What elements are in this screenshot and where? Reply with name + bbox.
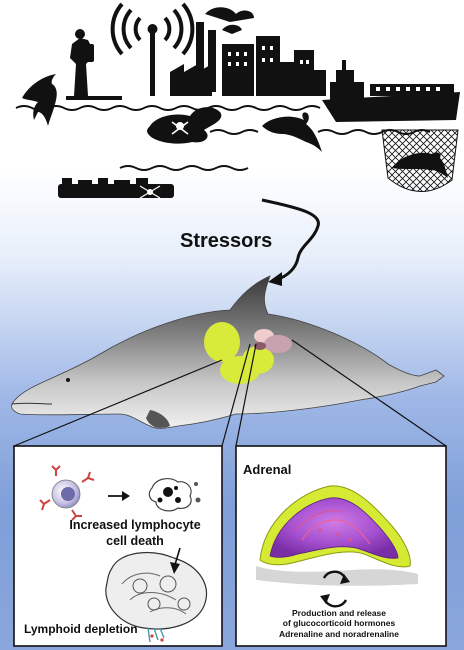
adrenal-note-line1: Production and release	[292, 608, 386, 618]
right-arrow-icon	[108, 491, 130, 501]
apoptotic-cell-icon	[148, 478, 201, 512]
wave-lines	[15, 105, 431, 171]
fishing-net-icon	[381, 129, 459, 192]
stress-arrow	[261, 198, 320, 286]
jumping-dolphin-icon	[22, 74, 57, 126]
adrenal-note-line3: Adrenaline and noradrenaline	[279, 629, 399, 639]
factory-icon	[170, 7, 326, 96]
stressors-label: Stressors	[180, 230, 273, 252]
lymph-node-icon	[105, 547, 208, 643]
lymphocyte-cell-icon	[39, 465, 95, 521]
adrenal-note-line2: of glucocorticoid hormones	[282, 618, 396, 628]
jumping-dolphin-icon-2	[262, 112, 322, 152]
diver-icon	[66, 29, 122, 100]
lymphoid-depletion-title: Lymphoid depletion	[24, 622, 138, 636]
connector-lines	[13, 339, 447, 447]
oil-spill-icon	[147, 107, 222, 144]
skull-crossbones-icon	[171, 121, 189, 135]
adrenal-gland-icon	[256, 485, 418, 586]
lymphocyte-death-caption-line1: Increased lymphocyte	[69, 518, 201, 532]
dolphin-organs	[204, 322, 292, 384]
garbage-debris-icon	[58, 178, 174, 199]
lymphocyte-death-caption-line2: cell death	[106, 534, 164, 548]
radio-tower-icon	[110, 2, 195, 96]
adrenal-title: Adrenal	[243, 462, 292, 477]
ship-icon	[322, 60, 460, 122]
